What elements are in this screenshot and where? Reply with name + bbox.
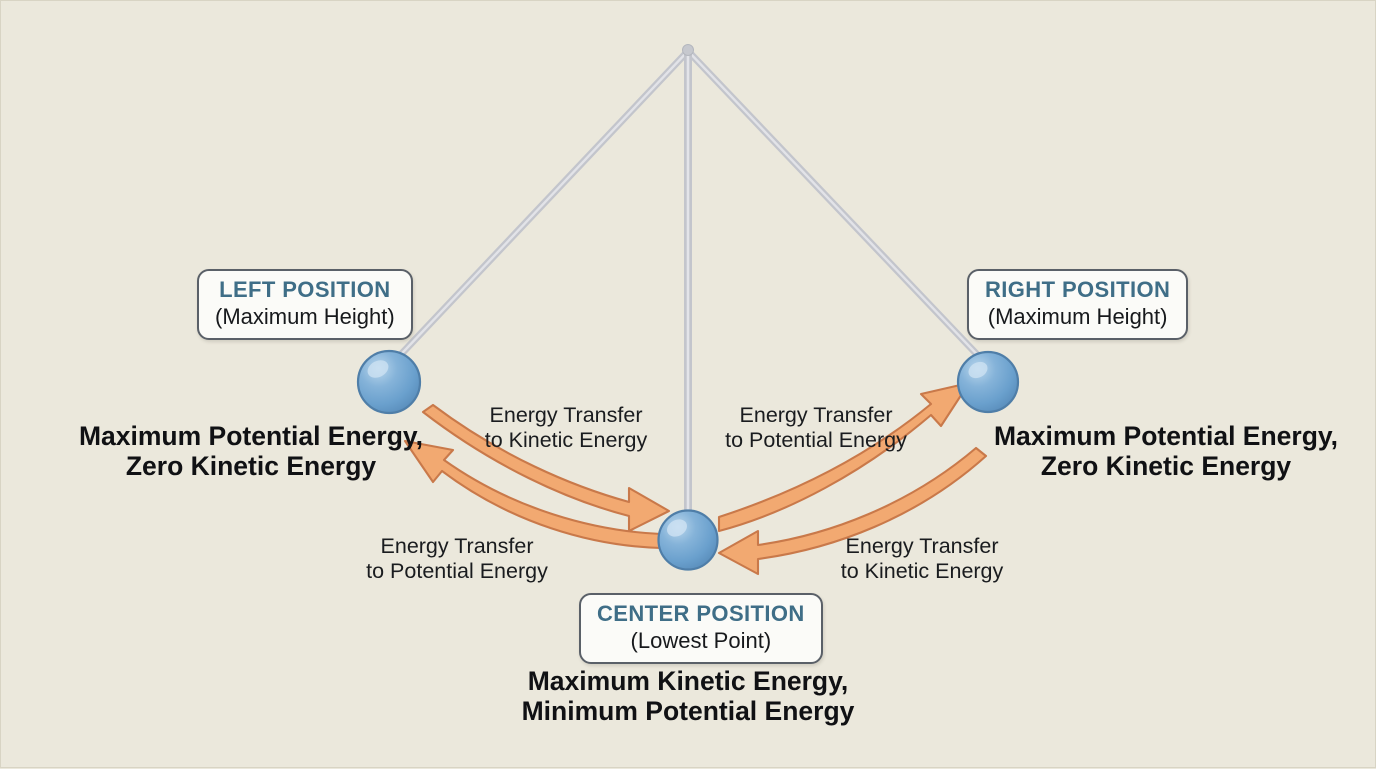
right-position-subtitle: (Maximum Height) <box>987 303 1168 329</box>
arrow-right-to-center <box>717 446 988 576</box>
right-position-title: RIGHT POSITION <box>985 277 1171 302</box>
rod-right-highlight <box>686 49 990 368</box>
left-position-title: LEFT POSITION <box>219 277 391 302</box>
left-position-subtitle: (Maximum Height) <box>215 303 395 329</box>
energy-statement-left: Maximum Potential Energy, Zero Kinetic E… <box>41 421 461 481</box>
arrow-center-to-right <box>717 381 971 533</box>
transfer-caption-left-upper: Energy Transfer to Kinetic Energy <box>466 403 666 454</box>
bob-right <box>956 350 1020 414</box>
arrow-center-to-left <box>403 439 663 550</box>
transfer-caption-right-lower-line1: Energy Transfer <box>845 534 999 558</box>
transfer-caption-right-upper: Energy Transfer to Potential Energy <box>711 403 921 454</box>
energy-statement-right: Maximum Potential Energy, Zero Kinetic E… <box>966 421 1366 481</box>
transfer-caption-left-upper-line1: Energy Transfer <box>489 403 643 427</box>
bob-center <box>657 509 719 571</box>
rod-left-highlight <box>388 49 690 368</box>
pivot-point <box>682 44 694 56</box>
energy-statement-center-line1: Maximum Kinetic Energy, <box>527 666 849 696</box>
energy-statement-right-line2: Zero Kinetic Energy <box>1040 451 1292 482</box>
transfer-caption-right-upper-line1: Energy Transfer <box>739 403 893 427</box>
bob-left <box>356 349 422 415</box>
transfer-caption-left-upper-line2: to Kinetic Energy <box>484 428 648 453</box>
label-box-center-position: CENTER POSITION (Lowest Point) <box>579 593 823 665</box>
energy-statement-center-line2: Minimum Potential Energy <box>521 696 855 727</box>
energy-statement-left-line2: Zero Kinetic Energy <box>125 451 377 482</box>
label-box-left-position: LEFT POSITION (Maximum Height) <box>197 269 413 341</box>
transfer-caption-right-lower-line2: to Kinetic Energy <box>840 559 1004 584</box>
center-position-title: CENTER POSITION <box>597 601 805 626</box>
energy-statement-right-line1: Maximum Potential Energy, <box>993 421 1339 451</box>
energy-statement-center: Maximum Kinetic Energy, Minimum Potentia… <box>488 666 888 726</box>
transfer-caption-left-lower-line1: Energy Transfer <box>380 534 534 558</box>
transfer-caption-left-lower-line2: to Potential Energy <box>366 559 548 584</box>
transfer-caption-right-upper-line2: to Potential Energy <box>725 428 907 453</box>
pendulum-rods <box>386 47 992 523</box>
transfer-caption-right-lower: Energy Transfer to Kinetic Energy <box>821 534 1023 585</box>
transfer-caption-left-lower: Energy Transfer to Potential Energy <box>351 534 563 585</box>
energy-statement-left-line1: Maximum Potential Energy, <box>78 421 424 451</box>
label-box-right-position: RIGHT POSITION (Maximum Height) <box>967 269 1189 341</box>
center-position-subtitle: (Lowest Point) <box>630 627 772 653</box>
